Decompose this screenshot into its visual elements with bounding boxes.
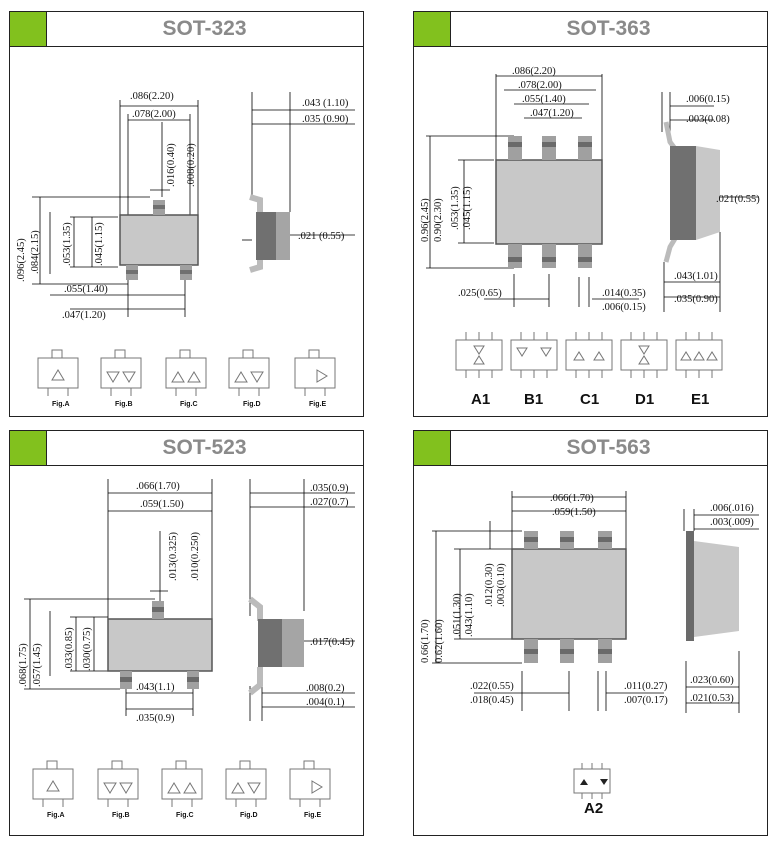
dimension-label: 0.62(1.60) bbox=[434, 619, 445, 663]
dimension-label: .035(0.90) bbox=[674, 294, 718, 305]
dimension-label: .043(1.10) bbox=[464, 593, 475, 637]
dimension-label: .027(0.7) bbox=[310, 497, 349, 508]
dimension-label: .030(0.75) bbox=[82, 627, 93, 671]
dimension-label: .018(0.45) bbox=[470, 695, 514, 706]
fig-a: Fig.A bbox=[52, 401, 70, 408]
fig-e: Fig.E bbox=[304, 812, 321, 819]
dimension-label: .051(1.30) bbox=[452, 593, 463, 637]
variant-e1: E1 bbox=[691, 391, 709, 408]
dimension-label: .008(0.2) bbox=[306, 683, 345, 694]
dimension-label: .045(1.15) bbox=[462, 186, 473, 230]
dimension-label: .055(1.40) bbox=[522, 94, 566, 105]
dimension-label: .006(0.15) bbox=[686, 94, 730, 105]
dimension-label: .016(0.40) bbox=[166, 143, 177, 187]
panel-title: SOT-523 bbox=[162, 436, 247, 459]
dimension-label: .043 (1.10) bbox=[302, 98, 349, 109]
dimension-label: .057(1.45) bbox=[32, 643, 43, 687]
panel-sot523: SOT-523 .066(1.70) .059(1.50) .013(0.325… bbox=[9, 430, 364, 836]
dimension-label: .013(0.325) bbox=[168, 532, 179, 581]
sot563-drawing: .066(1.70) .059(1.50) 0.66(1.70) 0.62(1.… bbox=[420, 491, 759, 817]
panel-title: SOT-323 bbox=[162, 17, 247, 40]
dimension-label: 0.90(2.30) bbox=[433, 198, 444, 242]
dimension-label: .003(0.08) bbox=[686, 114, 730, 125]
dimension-label: .010(0.250) bbox=[190, 532, 201, 581]
fig-c: Fig.C bbox=[176, 812, 194, 819]
fig-b: Fig.B bbox=[112, 812, 130, 819]
dimension-label: .053(1.35) bbox=[62, 222, 73, 266]
dimension-label: .033(0.85) bbox=[64, 627, 75, 671]
dimension-label: .068(1.75) bbox=[18, 643, 29, 687]
dimension-label: .025(0.65) bbox=[458, 288, 502, 299]
fig-e: Fig.E bbox=[309, 401, 326, 408]
variant-a1: A1 bbox=[471, 391, 490, 408]
dimension-label: .004(0.1) bbox=[306, 697, 345, 708]
dimension-label: .059(1.50) bbox=[552, 507, 596, 518]
variant-b1: B1 bbox=[524, 391, 543, 408]
dimension-label: .006(0.15) bbox=[602, 302, 646, 313]
dimension-label: .035 (0.90) bbox=[302, 114, 349, 125]
dimension-label: .047(1.20) bbox=[62, 310, 106, 321]
dimension-label: .021 (0.55) bbox=[298, 231, 345, 242]
fig-b: Fig.B bbox=[115, 401, 133, 408]
panel-header: SOT-523 bbox=[10, 431, 363, 466]
sot363-drawing: .086(2.20) .078(2.00) .055(1.40) .047(1.… bbox=[420, 66, 760, 408]
green-tab bbox=[10, 12, 47, 46]
dimension-label: .003(0.10) bbox=[496, 563, 507, 607]
dimension-label: .059(1.50) bbox=[140, 499, 184, 510]
dimension-label: .007(0.17) bbox=[624, 695, 668, 706]
dimension-label: .078(2.00) bbox=[518, 80, 562, 91]
dimension-label: .055(1.40) bbox=[64, 284, 108, 295]
panel-title: SOT-363 bbox=[566, 17, 651, 40]
dimension-label: .096(2.45) bbox=[16, 238, 27, 282]
dimension-label: .023(0.60) bbox=[690, 675, 734, 686]
variant-a2: A2 bbox=[584, 800, 603, 817]
dimension-label: .003(.009) bbox=[710, 517, 754, 528]
dimension-label: .045(1.15) bbox=[94, 222, 105, 266]
dimension-label: .066(1.70) bbox=[136, 481, 180, 492]
panel-header: SOT-363 bbox=[414, 12, 767, 47]
dimension-label: .053(1.35) bbox=[450, 186, 461, 230]
dimension-label: .066(1.70) bbox=[550, 493, 594, 504]
green-tab bbox=[414, 431, 451, 465]
fig-d: Fig.D bbox=[240, 812, 258, 819]
dimension-label: .017(0.45) bbox=[310, 637, 354, 648]
green-tab bbox=[414, 12, 451, 46]
variant-d1: D1 bbox=[635, 391, 654, 408]
dimension-label: .011(0.27) bbox=[624, 681, 668, 692]
dimension-label: .035(0.9) bbox=[136, 713, 175, 724]
panel-title: SOT-563 bbox=[566, 436, 651, 459]
dimension-label: .008(0.20) bbox=[186, 143, 197, 187]
dimension-label: 0.96(2.45) bbox=[420, 198, 431, 242]
panel-sot323: SOT-323 bbox=[9, 11, 364, 417]
dimension-label: .014(0.35) bbox=[602, 288, 646, 299]
variant-c1: C1 bbox=[580, 391, 599, 408]
dimension-label: .084(2.15) bbox=[30, 230, 41, 274]
panel-sot363: SOT-363 bbox=[413, 11, 768, 417]
panel-header: SOT-563 bbox=[414, 431, 767, 466]
dimension-label: .043(1.01) bbox=[674, 271, 718, 282]
sot323-drawing: .086(2.20) .078(2.00) .016(0.40) .008(0.… bbox=[16, 91, 355, 408]
fig-d: Fig.D bbox=[243, 401, 261, 408]
dimension-label: .078(2.00) bbox=[132, 109, 176, 120]
dimension-label: .043(1.1) bbox=[136, 682, 175, 693]
panel-header: SOT-323 bbox=[10, 12, 363, 47]
fig-a: Fig.A bbox=[47, 812, 65, 819]
sot523-drawing: .066(1.70) .059(1.50) .013(0.325) .010(0… bbox=[18, 479, 355, 819]
dimension-label: 0.66(1.70) bbox=[420, 619, 431, 663]
dimension-label: .047(1.20) bbox=[530, 108, 574, 119]
dimension-label: .035(0.9) bbox=[310, 483, 349, 494]
panel-sot563: SOT-563 .066(1.70) bbox=[413, 430, 768, 836]
fig-c: Fig.C bbox=[180, 401, 198, 408]
green-tab bbox=[10, 431, 47, 465]
dimension-label: .021(0.53) bbox=[690, 693, 734, 704]
dimension-label: .021(0.55) bbox=[716, 194, 760, 205]
dimension-label: .006(.016) bbox=[710, 503, 754, 514]
dimension-label: .022(0.55) bbox=[470, 681, 514, 692]
dimension-label: .086(2.20) bbox=[130, 91, 174, 102]
dimension-label: .086(2.20) bbox=[512, 66, 556, 77]
dimension-label: .012(0.30) bbox=[484, 563, 495, 607]
